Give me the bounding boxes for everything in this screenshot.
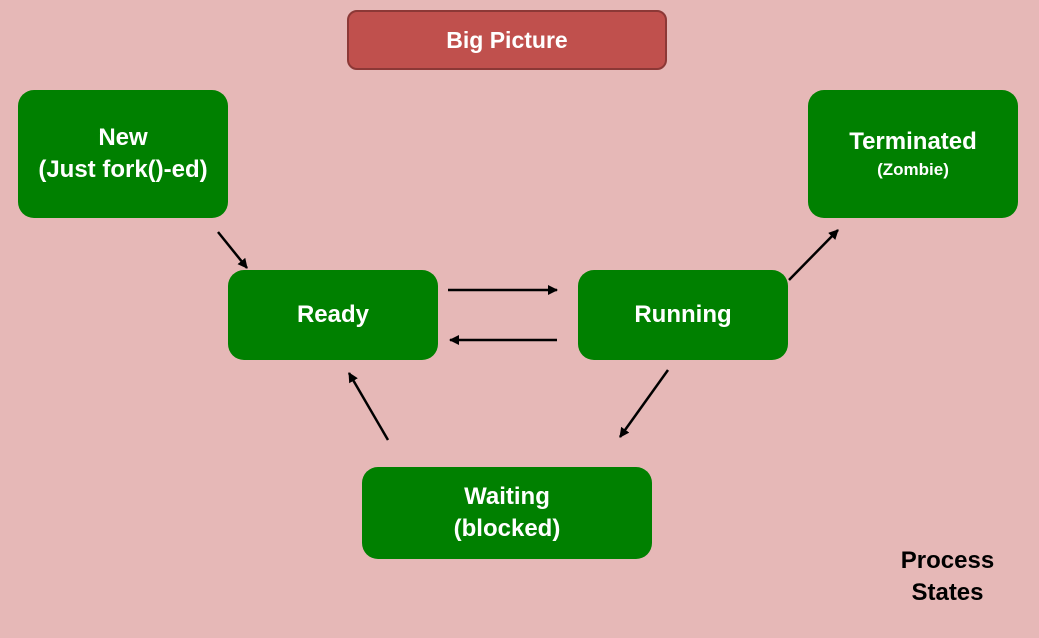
process-states-caption: Process States bbox=[880, 545, 1015, 610]
big-picture-title-text: Big Picture bbox=[446, 26, 568, 53]
caption-line-2: States bbox=[911, 579, 984, 607]
big-picture-title: Big Picture bbox=[347, 10, 667, 70]
arrow-running-to-terminated bbox=[788, 229, 839, 281]
arrow-new-to-ready bbox=[217, 231, 248, 269]
state-new-sublabel: (Just fork()-ed) bbox=[38, 156, 208, 183]
state-running-label: Running bbox=[634, 300, 732, 328]
state-terminated: Terminated (Zombie) bbox=[808, 90, 1018, 218]
caption-line-1: Process bbox=[900, 547, 995, 574]
state-terminated-label: Terminated bbox=[849, 128, 977, 156]
state-ready: Ready bbox=[228, 270, 438, 360]
arrow-waiting-to-ready bbox=[347, 372, 390, 441]
state-ready-label: Ready bbox=[296, 300, 370, 328]
state-waiting-label: Waiting bbox=[464, 482, 550, 510]
state-new-label: New bbox=[98, 123, 148, 151]
arrow-running-to-waiting bbox=[618, 369, 670, 438]
state-waiting: Waiting (blocked) bbox=[362, 467, 652, 559]
state-waiting-sublabel: (blocked) bbox=[453, 515, 561, 542]
state-terminated-sublabel: (Zombie) bbox=[877, 159, 949, 179]
state-running: Running bbox=[578, 270, 788, 360]
state-new: New (Just fork()-ed) bbox=[18, 90, 228, 218]
